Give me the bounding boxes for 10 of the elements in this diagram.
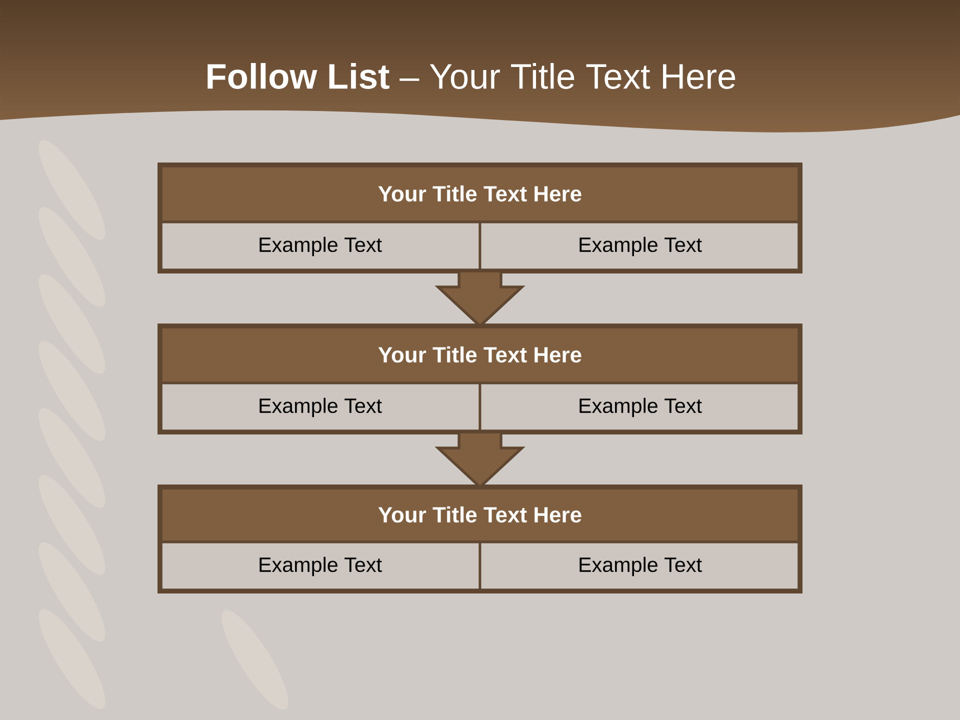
title-bar: Your Title Text Here: [158, 164, 802, 224]
title-bar: Your Title Text Here: [158, 324, 802, 384]
text-cell: Example Text: [158, 382, 482, 434]
text-cell: Example Text: [158, 220, 482, 272]
text-cell: Example Text: [478, 382, 802, 434]
text-cell: Example Text: [478, 220, 802, 272]
slide-title: Follow List – Your Title Text Here: [208, 63, 736, 89]
text-cell: Example Text: [158, 540, 482, 592]
title-bar: Your Title Text Here: [158, 486, 802, 544]
text-cell: Example Text: [478, 540, 802, 592]
